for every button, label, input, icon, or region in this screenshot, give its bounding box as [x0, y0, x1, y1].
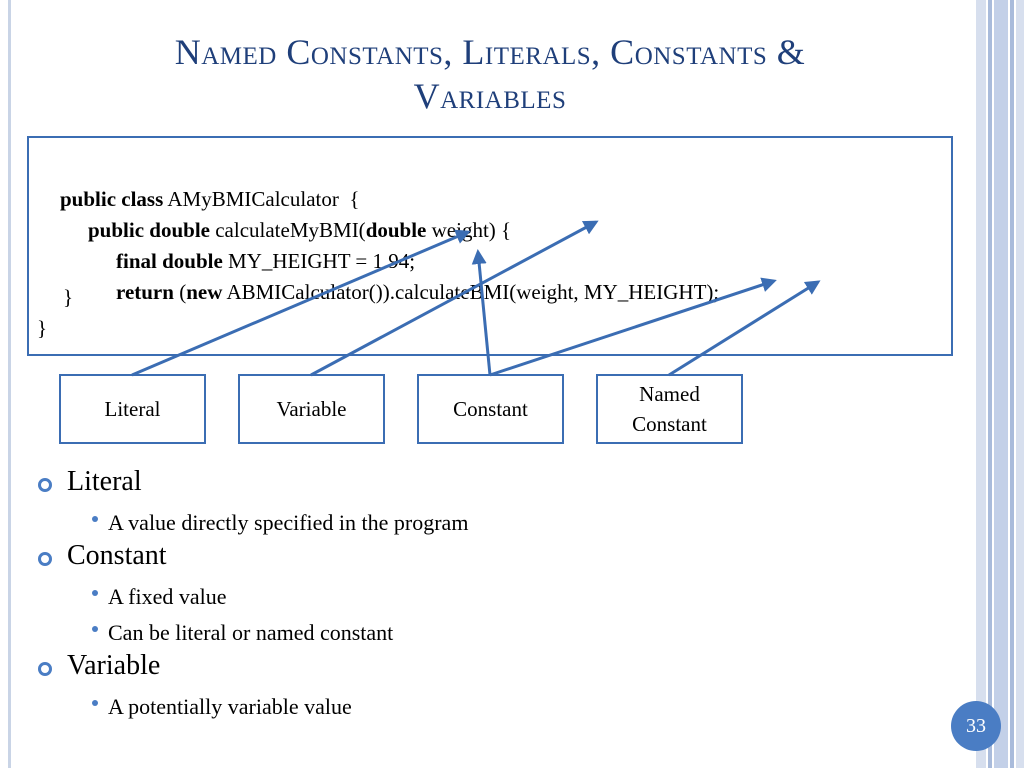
label-constant: Constant	[417, 374, 564, 444]
sub-bullet-text: A potentially variable value	[108, 694, 352, 719]
sub-bullet-dot-icon	[92, 590, 98, 596]
code-line-1: public class AMyBMICalculator {	[39, 160, 359, 238]
bullet-ring-icon	[38, 478, 52, 492]
code-text: ABMICalculator()).calculateBMI(weight, M…	[222, 280, 720, 304]
code-line-6: }	[37, 316, 48, 340]
code-box: public class AMyBMICalculator { public d…	[27, 136, 953, 356]
code-line-5: }	[63, 285, 74, 309]
label-named-constant-line2: Constant	[632, 412, 707, 436]
code-keyword: return	[116, 280, 174, 304]
sub-bullet-text: A value directly specified in the progra…	[108, 510, 469, 535]
code-text: MY_HEIGHT = 1.94;	[222, 249, 416, 273]
code-line-4: return (new ABMICalculator()).calculateB…	[95, 253, 719, 331]
code-text: AMyBMICalculator {	[163, 187, 360, 211]
bullet-variable: Variable	[38, 650, 838, 688]
bullet-text: Constant	[67, 540, 167, 571]
sub-bullet-text: A fixed value	[108, 584, 227, 609]
left-frame-line	[8, 0, 11, 768]
code-text: calculateMyBMI(	[209, 218, 366, 242]
right-decorative-bars	[976, 0, 1024, 768]
label-literal: Literal	[59, 374, 206, 444]
sub-bullet: A fixed value	[38, 578, 838, 614]
arrow-named-constant	[668, 280, 821, 377]
sub-bullet: A potentially variable value	[38, 688, 838, 724]
page-number: 33	[966, 714, 986, 737]
sub-bullet-dot-icon	[92, 626, 98, 632]
code-text: (	[173, 280, 187, 304]
bullet-literal: Literal	[38, 466, 838, 504]
sub-bullet-text: Can be literal or named constant	[108, 620, 394, 645]
sub-bullet-dot-icon	[92, 700, 98, 706]
sub-bullet-dot-icon	[92, 516, 98, 522]
label-variable: Variable	[238, 374, 385, 444]
slide-title: Named Constants, Literals, Constants & V…	[40, 30, 940, 118]
code-line-3: final double MY_HEIGHT = 1.94;	[95, 222, 415, 300]
bullet-list: Literal A value directly specified in th…	[38, 466, 838, 724]
label-constant-text: Constant	[453, 397, 528, 421]
code-line-2: public double calculateMyBMI(double weig…	[67, 191, 511, 269]
bullet-text: Literal	[67, 466, 142, 497]
arrow-constant-right	[489, 277, 777, 377]
code-keyword: public double	[88, 218, 210, 242]
arrow-literal	[131, 229, 471, 377]
slide-title-line2: Variables	[413, 76, 567, 116]
arrow-variable	[310, 220, 599, 377]
sub-bullet: A value directly specified in the progra…	[38, 504, 838, 540]
arrow-constant-up	[471, 249, 492, 376]
code-keyword: new	[186, 280, 223, 304]
slide-title-line1: Named Constants, Literals, Constants &	[174, 32, 806, 72]
label-variable-text: Variable	[276, 397, 347, 421]
sub-bullet: Can be literal or named constant	[38, 614, 838, 650]
label-literal-text: Literal	[104, 397, 161, 421]
bullet-ring-icon	[38, 662, 52, 676]
code-keyword: final double	[116, 249, 223, 273]
page-number-badge: 33	[951, 701, 1001, 751]
bullet-ring-icon	[38, 552, 52, 566]
code-keyword: double	[365, 218, 427, 242]
bullet-text: Variable	[67, 650, 161, 681]
code-keyword: public class	[60, 187, 164, 211]
label-named-constant-line1: Named	[639, 382, 700, 406]
bullet-constant: Constant	[38, 540, 838, 578]
